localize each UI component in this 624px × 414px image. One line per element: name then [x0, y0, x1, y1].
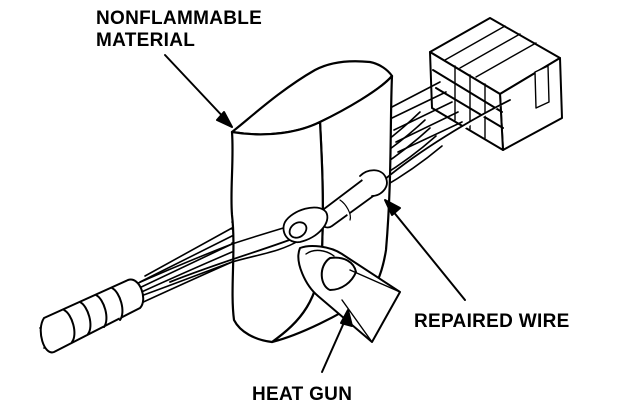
wire-sheath-tape [39, 278, 145, 354]
label-heat-gun: HEAT GUN [252, 384, 353, 405]
leader-repaired-wire [384, 199, 466, 301]
wire-connector [429, 17, 563, 151]
label-nonflammable-material: NONFLAMMABLE MATERIAL [96, 8, 262, 52]
repaired-wire [169, 99, 511, 283]
heat-gun [297, 245, 401, 343]
label-repaired-wire: REPAIRED WIRE [414, 311, 570, 332]
label-nonflammable-line1: NONFLAMMABLE [96, 8, 263, 29]
label-nonflammable-line2: MATERIAL [96, 30, 196, 51]
connector-wire-ends [389, 81, 463, 153]
leader-heat-gun [321, 309, 353, 373]
leader-nonflammable [164, 54, 233, 128]
